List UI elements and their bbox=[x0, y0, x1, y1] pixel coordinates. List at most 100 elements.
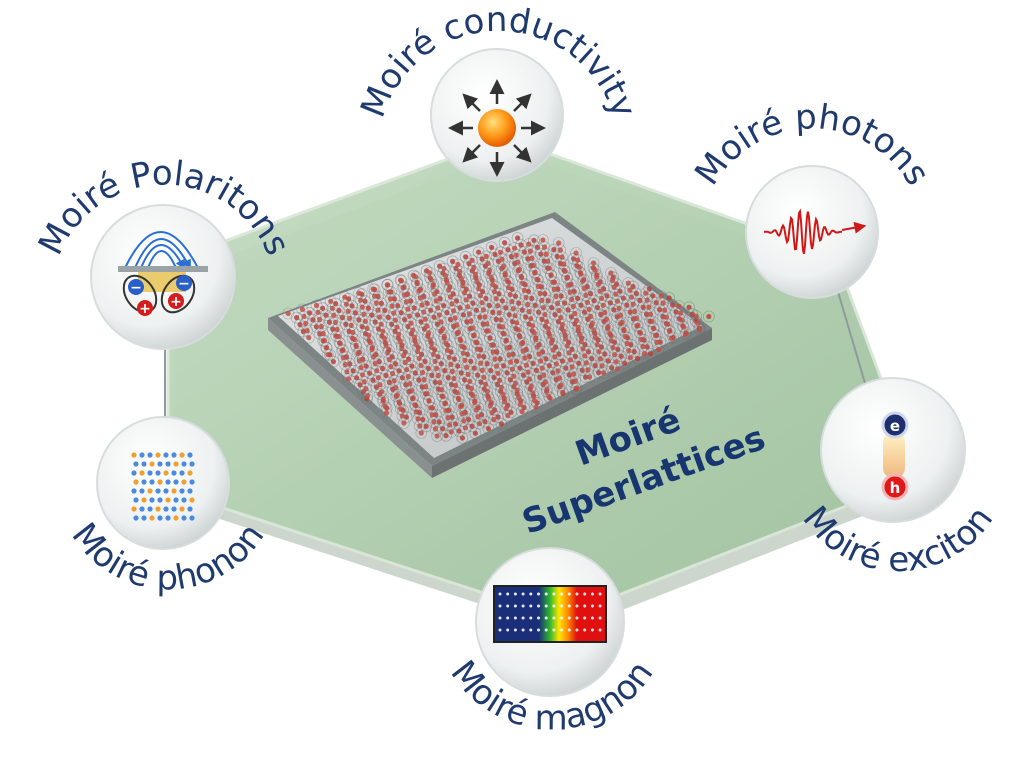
lattice-ring bbox=[586, 317, 599, 330]
lattice-atom bbox=[422, 316, 428, 322]
phonon-atom bbox=[157, 461, 163, 467]
lattice-ring bbox=[427, 280, 439, 293]
lattice-atom bbox=[446, 287, 452, 293]
lattice-ring bbox=[702, 310, 715, 323]
lattice-ring bbox=[313, 313, 326, 326]
lattice-ring bbox=[543, 329, 556, 342]
lattice-atom bbox=[607, 300, 614, 306]
lattice-ring bbox=[436, 323, 449, 335]
lattice-atom bbox=[595, 281, 602, 287]
lattice-ring bbox=[369, 357, 382, 370]
lattice-atom bbox=[573, 250, 579, 256]
lattice-atom bbox=[317, 316, 323, 323]
lattice-atom bbox=[410, 395, 416, 401]
lattice-ring bbox=[553, 304, 565, 317]
lattice-atom bbox=[363, 363, 369, 369]
lattice-atom bbox=[584, 299, 591, 305]
lattice-atom bbox=[564, 275, 570, 281]
lattice-atom bbox=[596, 370, 602, 376]
lattice-atom bbox=[621, 326, 627, 332]
lattice-atom bbox=[372, 319, 378, 325]
lattice-atom bbox=[361, 379, 367, 385]
lattice-ring bbox=[434, 325, 447, 338]
lattice-ring bbox=[455, 399, 468, 412]
lattice-atom bbox=[336, 333, 342, 340]
phonon-atom bbox=[165, 479, 171, 485]
lattice-atom bbox=[485, 328, 491, 334]
lattice-atom bbox=[499, 256, 505, 262]
lattice-atom bbox=[451, 308, 457, 314]
spin-dot bbox=[575, 616, 579, 620]
lattice-atom bbox=[566, 350, 572, 356]
lattice-atom bbox=[444, 280, 450, 286]
lattice-atom bbox=[486, 302, 492, 309]
lattice-ring bbox=[582, 345, 595, 358]
lattice-ring bbox=[510, 316, 523, 329]
lattice-atom bbox=[525, 302, 531, 308]
lattice-ring bbox=[554, 244, 567, 256]
lattice-atom bbox=[509, 319, 516, 325]
lattice-ring bbox=[628, 305, 641, 318]
lattice-atom bbox=[493, 363, 500, 369]
lattice-atom bbox=[652, 332, 659, 338]
spin-dot bbox=[513, 616, 517, 620]
lattice-ring bbox=[614, 317, 627, 330]
lattice-atom bbox=[459, 435, 465, 441]
lattice-atom bbox=[497, 377, 503, 383]
lattice-atom bbox=[460, 312, 466, 318]
lattice-atom bbox=[530, 360, 536, 366]
lattice-ring bbox=[643, 282, 656, 295]
lattice-atom bbox=[590, 260, 597, 266]
lattice-atom bbox=[355, 351, 361, 357]
lattice-atom bbox=[392, 317, 398, 323]
lattice-atom bbox=[523, 362, 530, 368]
lattice-ring bbox=[533, 348, 545, 360]
lattice-atom bbox=[442, 273, 449, 279]
lattice-atom bbox=[596, 349, 602, 355]
lattice-atom bbox=[342, 362, 348, 368]
lattice-atom bbox=[644, 344, 650, 350]
lattice-atom bbox=[578, 339, 585, 345]
lattice-ring bbox=[552, 315, 565, 328]
lattice-atom bbox=[401, 420, 407, 426]
lattice-atom bbox=[527, 376, 533, 382]
lattice-atom bbox=[468, 385, 474, 392]
lattice-atom bbox=[571, 256, 577, 262]
lattice-ring bbox=[539, 308, 551, 321]
lattice-atom bbox=[479, 300, 485, 306]
lattice-atom bbox=[545, 326, 551, 332]
lattice-atom bbox=[480, 289, 486, 295]
lattice-atom bbox=[531, 397, 538, 403]
lattice-atom bbox=[441, 303, 447, 309]
lattice-atom bbox=[424, 391, 430, 397]
phonon-atom bbox=[171, 452, 177, 458]
lattice-atom bbox=[583, 374, 589, 380]
lattice-ring bbox=[391, 388, 404, 401]
phonon-atom bbox=[187, 488, 193, 494]
lattice-atom bbox=[567, 357, 574, 363]
lattice-ring bbox=[585, 352, 598, 365]
lattice-ring bbox=[652, 343, 665, 356]
lattice-atom bbox=[396, 331, 402, 337]
lattice-ring bbox=[433, 260, 446, 273]
lattice-atom bbox=[510, 351, 516, 357]
lattice-ring bbox=[518, 352, 531, 364]
lattice-atom bbox=[523, 314, 529, 320]
lattice-atom bbox=[563, 336, 569, 342]
spin-dot bbox=[598, 592, 602, 596]
lattice-atom bbox=[493, 296, 499, 302]
lattice-ring bbox=[537, 234, 549, 246]
lattice-atom bbox=[496, 291, 502, 297]
lattice-atom bbox=[635, 355, 641, 362]
lattice-atom bbox=[299, 306, 305, 312]
lattice-atom bbox=[412, 370, 418, 376]
lattice-atom bbox=[501, 331, 507, 337]
spin-dot bbox=[529, 604, 533, 608]
lattice-ring bbox=[452, 258, 464, 271]
lattice-ring bbox=[416, 299, 428, 311]
lattice-atom bbox=[297, 322, 303, 328]
lattice-atom bbox=[506, 284, 512, 291]
phonon-atom bbox=[141, 515, 147, 521]
field-lines-dipole-icon: − + + − bbox=[118, 231, 208, 317]
lattice-ring bbox=[422, 362, 435, 375]
